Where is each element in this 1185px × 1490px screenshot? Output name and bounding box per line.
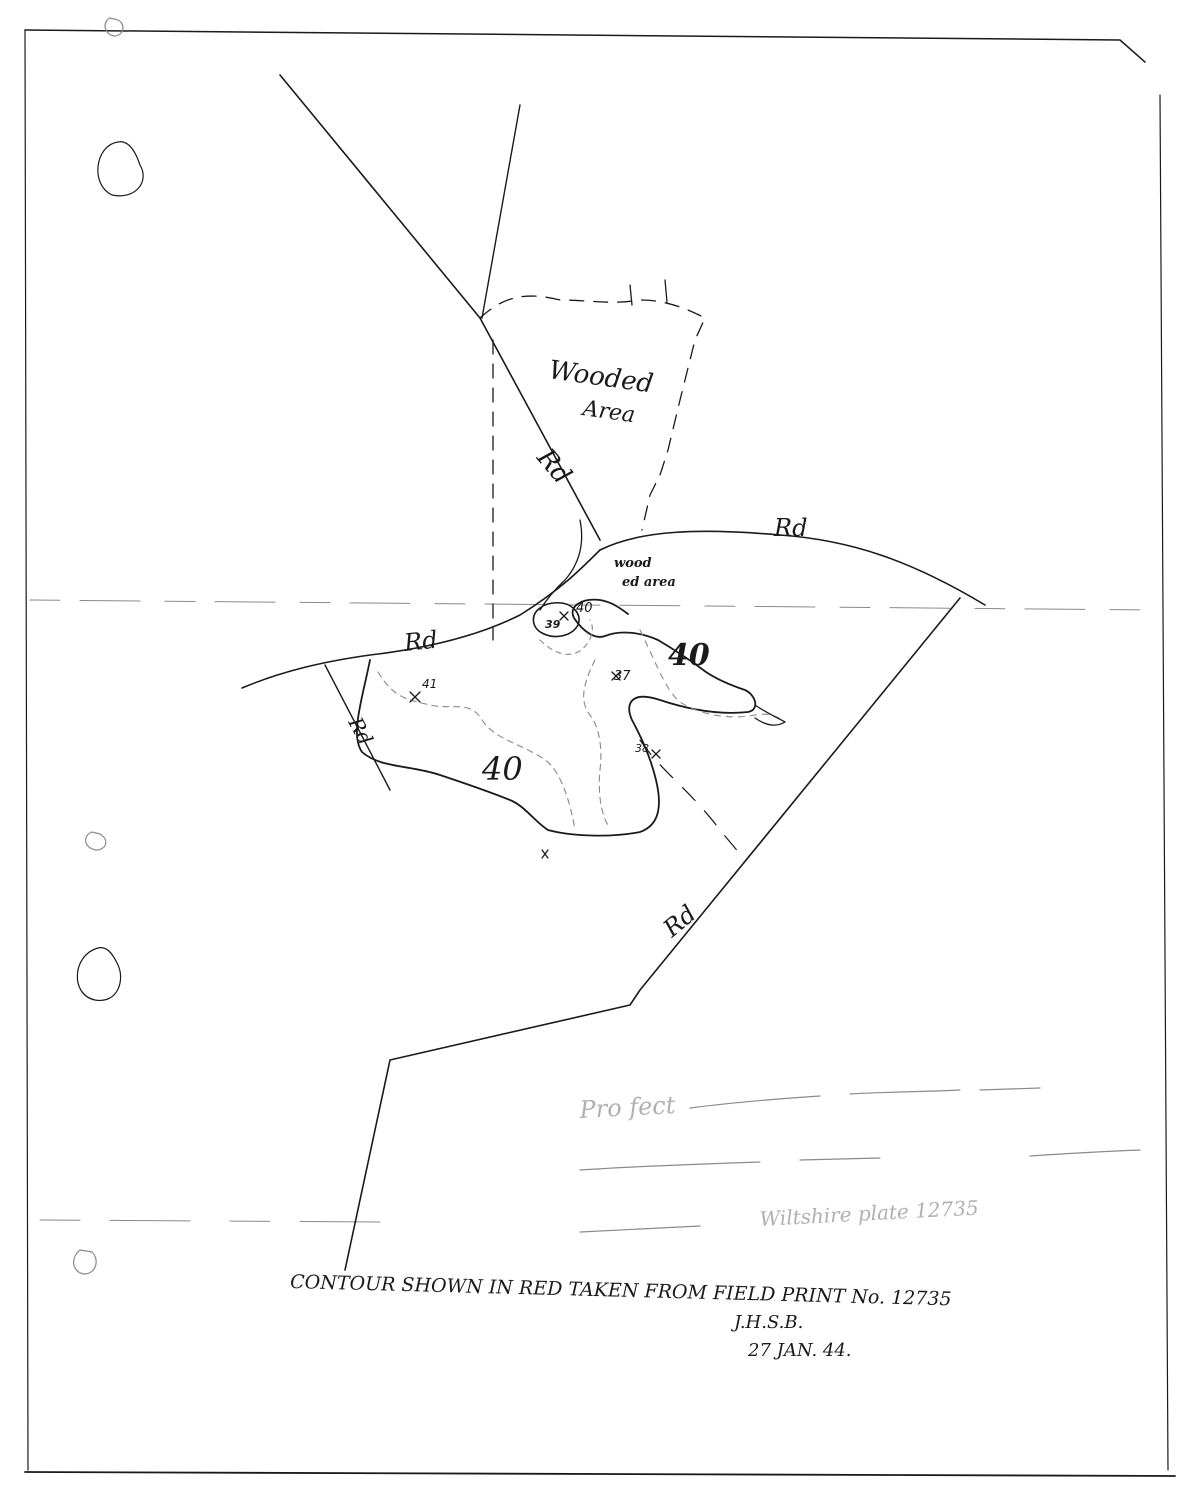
contours: [356, 598, 786, 861]
binder-hole-icon: [85, 831, 107, 851]
faint-note-line3: Wiltshire plate 12735: [759, 1196, 979, 1231]
spot-label-40: 40: [576, 601, 593, 616]
road-label-southwest: Rd: [343, 712, 378, 749]
faint-notes: Pro fect Wiltshire plate 12735: [578, 1087, 1141, 1233]
binder-hole-icon: [73, 1249, 97, 1275]
faint-note-line1: Pro fect: [578, 1091, 677, 1124]
spot-mark-icon: [559, 611, 569, 621]
binder-holes: [73, 17, 144, 1275]
spot-label-37: 37: [614, 669, 631, 684]
caption-main: CONTOUR SHOWN IN RED TAKEN FROM FIELD PR…: [290, 1271, 952, 1310]
fold-line-lower: [39, 1219, 381, 1223]
contour-east-tongue: [754, 704, 786, 726]
contour-east-lobe: [639, 629, 786, 723]
wooded-area-label-2: Area: [579, 396, 636, 428]
spot-mark-icon: [651, 749, 661, 759]
spot-mark-icon: [611, 671, 621, 681]
road-label-east: Rd: [773, 514, 807, 542]
contour-40-main: [356, 598, 757, 837]
spot-label-38: 38: [635, 742, 649, 755]
caption-initials: J.H.S.B.: [730, 1312, 803, 1333]
contour-label-40-main: 40: [481, 750, 523, 788]
contour-se-dashed: [639, 739, 746, 861]
binder-hole-icon: [104, 17, 124, 37]
spot-heights: [409, 611, 661, 859]
fold-line: [29, 599, 1151, 611]
contour-knob-39: [532, 601, 580, 638]
caption: CONTOUR SHOWN IN RED TAKEN FROM FIELD PR…: [290, 1271, 952, 1361]
contour-inner-dashed-3: [539, 619, 593, 655]
spot-label-41: 41: [422, 677, 437, 691]
elevation-labels: 40 40 41 39 40 37 38: [422, 601, 710, 788]
road-spur: [539, 519, 583, 611]
contour-inner-dashed-2: [583, 659, 611, 829]
road-southeast: [344, 597, 961, 1271]
road-north: [481, 104, 521, 319]
map-labels: Wooded Area wood ed area Rd Rd Rd Rd Rd: [343, 355, 807, 943]
sheet-border: [24, 29, 1176, 1477]
contour-inner-dashed: [377, 671, 576, 831]
spot-label-39: 39: [545, 618, 561, 631]
wooded-area-label-1: Wooded: [547, 355, 655, 399]
road-west: [241, 549, 601, 689]
small-wooded-label-1: wood: [614, 556, 652, 571]
binder-hole-icon: [76, 947, 122, 1001]
spot-mark-icon: [541, 849, 549, 859]
road-east: [599, 530, 986, 606]
small-wooded-label-2: ed area: [622, 575, 676, 590]
spot-mark-icon: [409, 691, 421, 703]
caption-date: 27 JAN. 44.: [747, 1340, 852, 1361]
wooded-area-boundary: [479, 279, 706, 641]
road-label-southeast: Rd: [657, 900, 701, 944]
contour-label-40-east: 40: [668, 638, 710, 673]
road-label-west: Rd: [402, 626, 439, 657]
binder-hole-icon: [97, 141, 144, 197]
